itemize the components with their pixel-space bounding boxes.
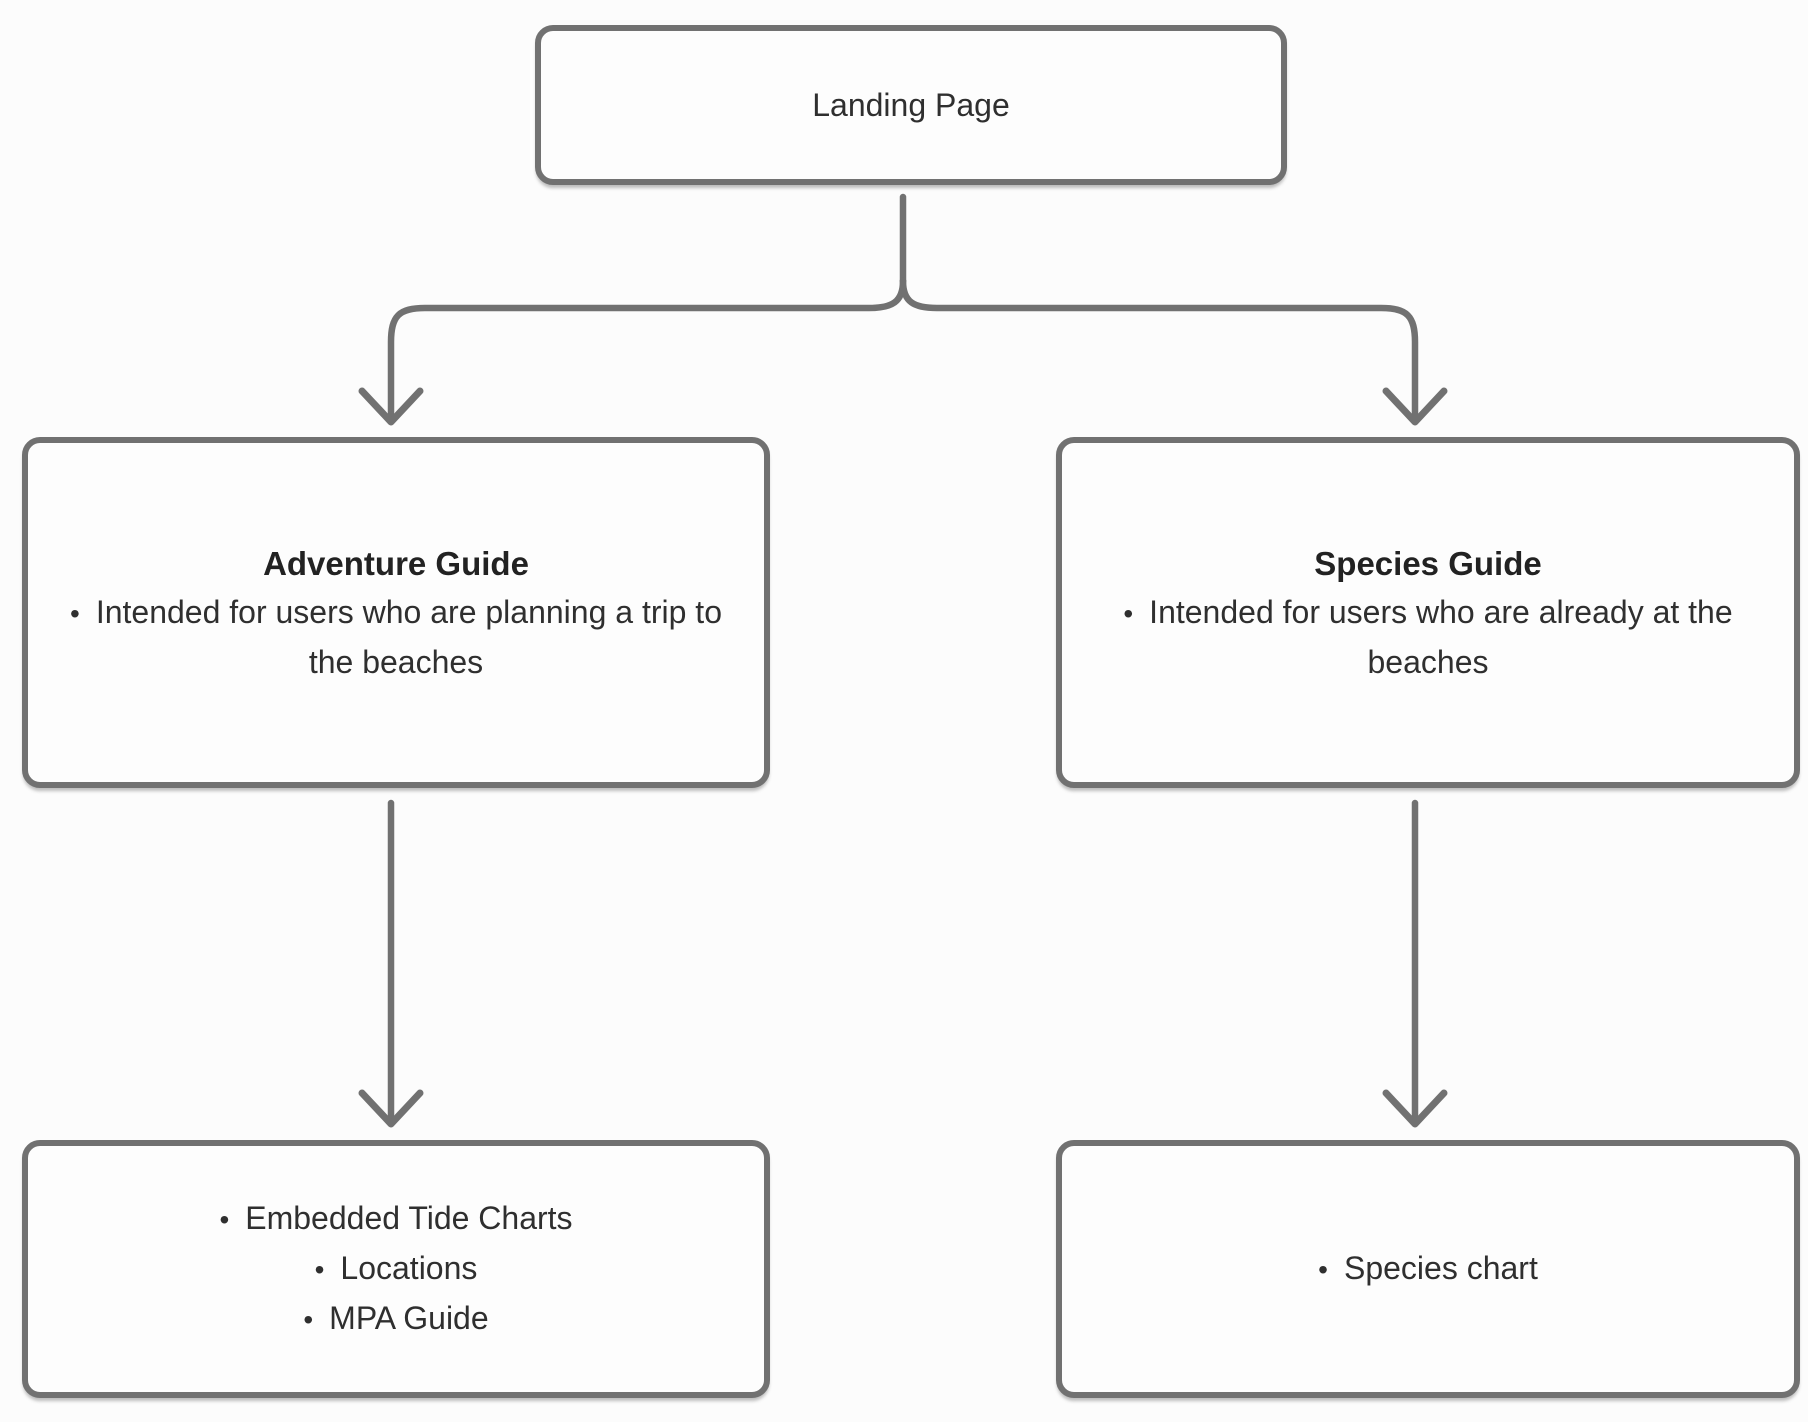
bullet-icon: • — [314, 1254, 325, 1285]
feature-item: • Locations — [315, 1244, 478, 1294]
bullet-text: Intended for users who are planning a tr… — [95, 593, 722, 680]
node-species-features: • Species chart — [1056, 1140, 1800, 1398]
bullet-text: MPA Guide — [329, 1300, 489, 1336]
node-landing-page: Landing Page — [535, 25, 1287, 185]
bullet-text: Species chart — [1343, 1250, 1538, 1286]
arrowhead-right-branch-icon — [1382, 387, 1448, 426]
node-species-guide: Species Guide • Intended for users who ar… — [1056, 437, 1800, 788]
bullet-icon: • — [303, 1304, 314, 1335]
feature-item: • Species chart — [1318, 1244, 1538, 1294]
bullet-text: Locations — [340, 1250, 478, 1286]
bullet-text: Embedded Tide Charts — [245, 1200, 573, 1236]
bullet-icon: • — [219, 1204, 230, 1235]
bullet-icon: • — [70, 597, 80, 629]
adventure-guide-description: • Intended for users who are planning a t… — [66, 588, 726, 686]
bullet-icon: • — [1318, 1254, 1328, 1285]
adventure-guide-title: Adventure Guide — [263, 544, 529, 582]
connector-branch-right — [899, 277, 1419, 419]
arrowhead-species-icon — [1382, 1089, 1448, 1128]
feature-item: • Embedded Tide Charts — [219, 1194, 572, 1244]
arrowhead-adventure-icon — [358, 1089, 424, 1128]
feature-item: • MPA Guide — [303, 1294, 488, 1344]
node-adventure-guide: Adventure Guide • Intended for users who … — [22, 437, 770, 788]
node-adventure-features: •Embedded Tide Charts •Locations •MPA Gu… — [22, 1140, 770, 1398]
arrowhead-left-branch-icon — [358, 387, 424, 426]
connector-branch-left — [387, 277, 907, 419]
bullet-text: Intended for users who are already at th… — [1149, 593, 1733, 680]
species-guide-title: Species Guide — [1314, 544, 1542, 582]
bullet-icon: • — [1123, 597, 1134, 629]
species-guide-description: • Intended for users who are already at t… — [1098, 588, 1758, 686]
landing-page-label: Landing Page — [812, 87, 1010, 123]
